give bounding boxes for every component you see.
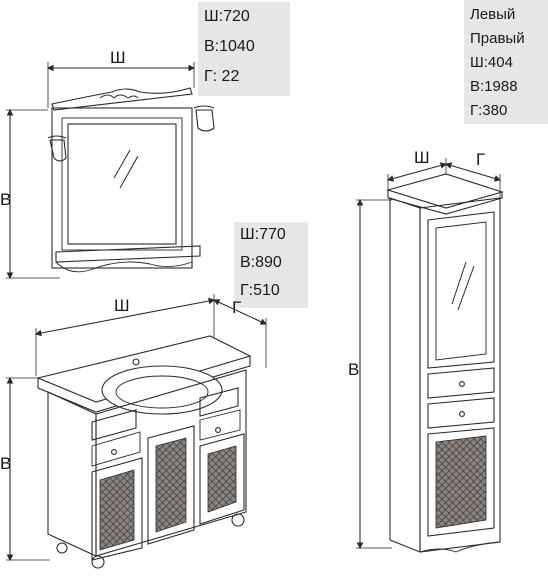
mirror-width-spec: Ш:720: [204, 8, 250, 25]
mirror-frame: [51, 107, 193, 269]
vanity-basin: [101, 365, 223, 415]
vanity-width-spec: Ш:770: [240, 226, 286, 243]
vanity-door-center: [147, 425, 195, 545]
mirror-height-label: В: [0, 190, 12, 209]
vanity-drawer-right: [199, 387, 239, 417]
mirror-drawing: [6, 62, 215, 280]
mirror-depth-spec: Г: 22: [204, 68, 240, 85]
cabinet-variant-left: Левый: [470, 6, 516, 23]
cabinet-width-label: Ш: [414, 148, 430, 167]
cabinet-depth-dim-line: [444, 162, 502, 182]
cabinet-spec-box: Левый Правый Ш:404 В:1988 Г:380: [464, 0, 548, 124]
mirror-spec-box: Ш:720 В:1040 Г: 22: [198, 2, 290, 96]
vanity-foot: [56, 542, 68, 554]
right-sconce: [193, 105, 215, 132]
cabinet-width-dim-line: [386, 162, 448, 182]
vanity-width-label: Ш: [114, 296, 130, 315]
vanity-door-left: [91, 457, 143, 561]
cabinet-height-spec: В:1988: [470, 78, 518, 95]
cabinet-glass-door: [427, 211, 495, 369]
cabinet-depth-spec: Г:380: [470, 102, 508, 119]
vanity-faucet-hole: [132, 358, 140, 366]
vanity-spec-box: Ш:770 В:890 Г:510: [234, 222, 308, 308]
mirror-crown: [51, 87, 193, 111]
cabinet-drawer-lower: [427, 397, 495, 429]
vanity-depth-dim-line: [213, 299, 267, 325]
left-sconce: [47, 135, 67, 162]
vanity-foot: [91, 555, 105, 569]
cabinet-depth-label: Г: [476, 150, 486, 169]
cabinet-height-label: В: [348, 360, 360, 379]
cabinet-mesh-door: [427, 427, 495, 537]
vanity-front: [95, 369, 247, 557]
cabinet-drawer-upper: [427, 367, 495, 399]
mirror-shelf: [55, 245, 201, 263]
cabinet-side: [389, 197, 421, 553]
mirror-width-label: Ш: [110, 48, 126, 67]
vanity-height-spec: В:890: [240, 254, 282, 271]
cabinet-drawing: [356, 158, 504, 553]
vanity-height-label: В: [0, 454, 12, 473]
vanity-depth-label: Г: [232, 298, 242, 317]
vanity-width-dim-line: [34, 297, 216, 337]
vanity-depth-spec: Г:510: [240, 282, 280, 299]
mirror-height-spec: В:1040: [204, 38, 255, 55]
vanity-side: [47, 391, 97, 557]
cabinet-width-spec: Ш:404: [470, 54, 513, 71]
vanity-drawing: [6, 294, 267, 569]
cabinet-variant-right: Правый: [470, 30, 525, 47]
vanity-door-right: [199, 433, 245, 525]
vanity-drawer-left: [91, 409, 137, 441]
vanity-foot: [231, 513, 245, 527]
